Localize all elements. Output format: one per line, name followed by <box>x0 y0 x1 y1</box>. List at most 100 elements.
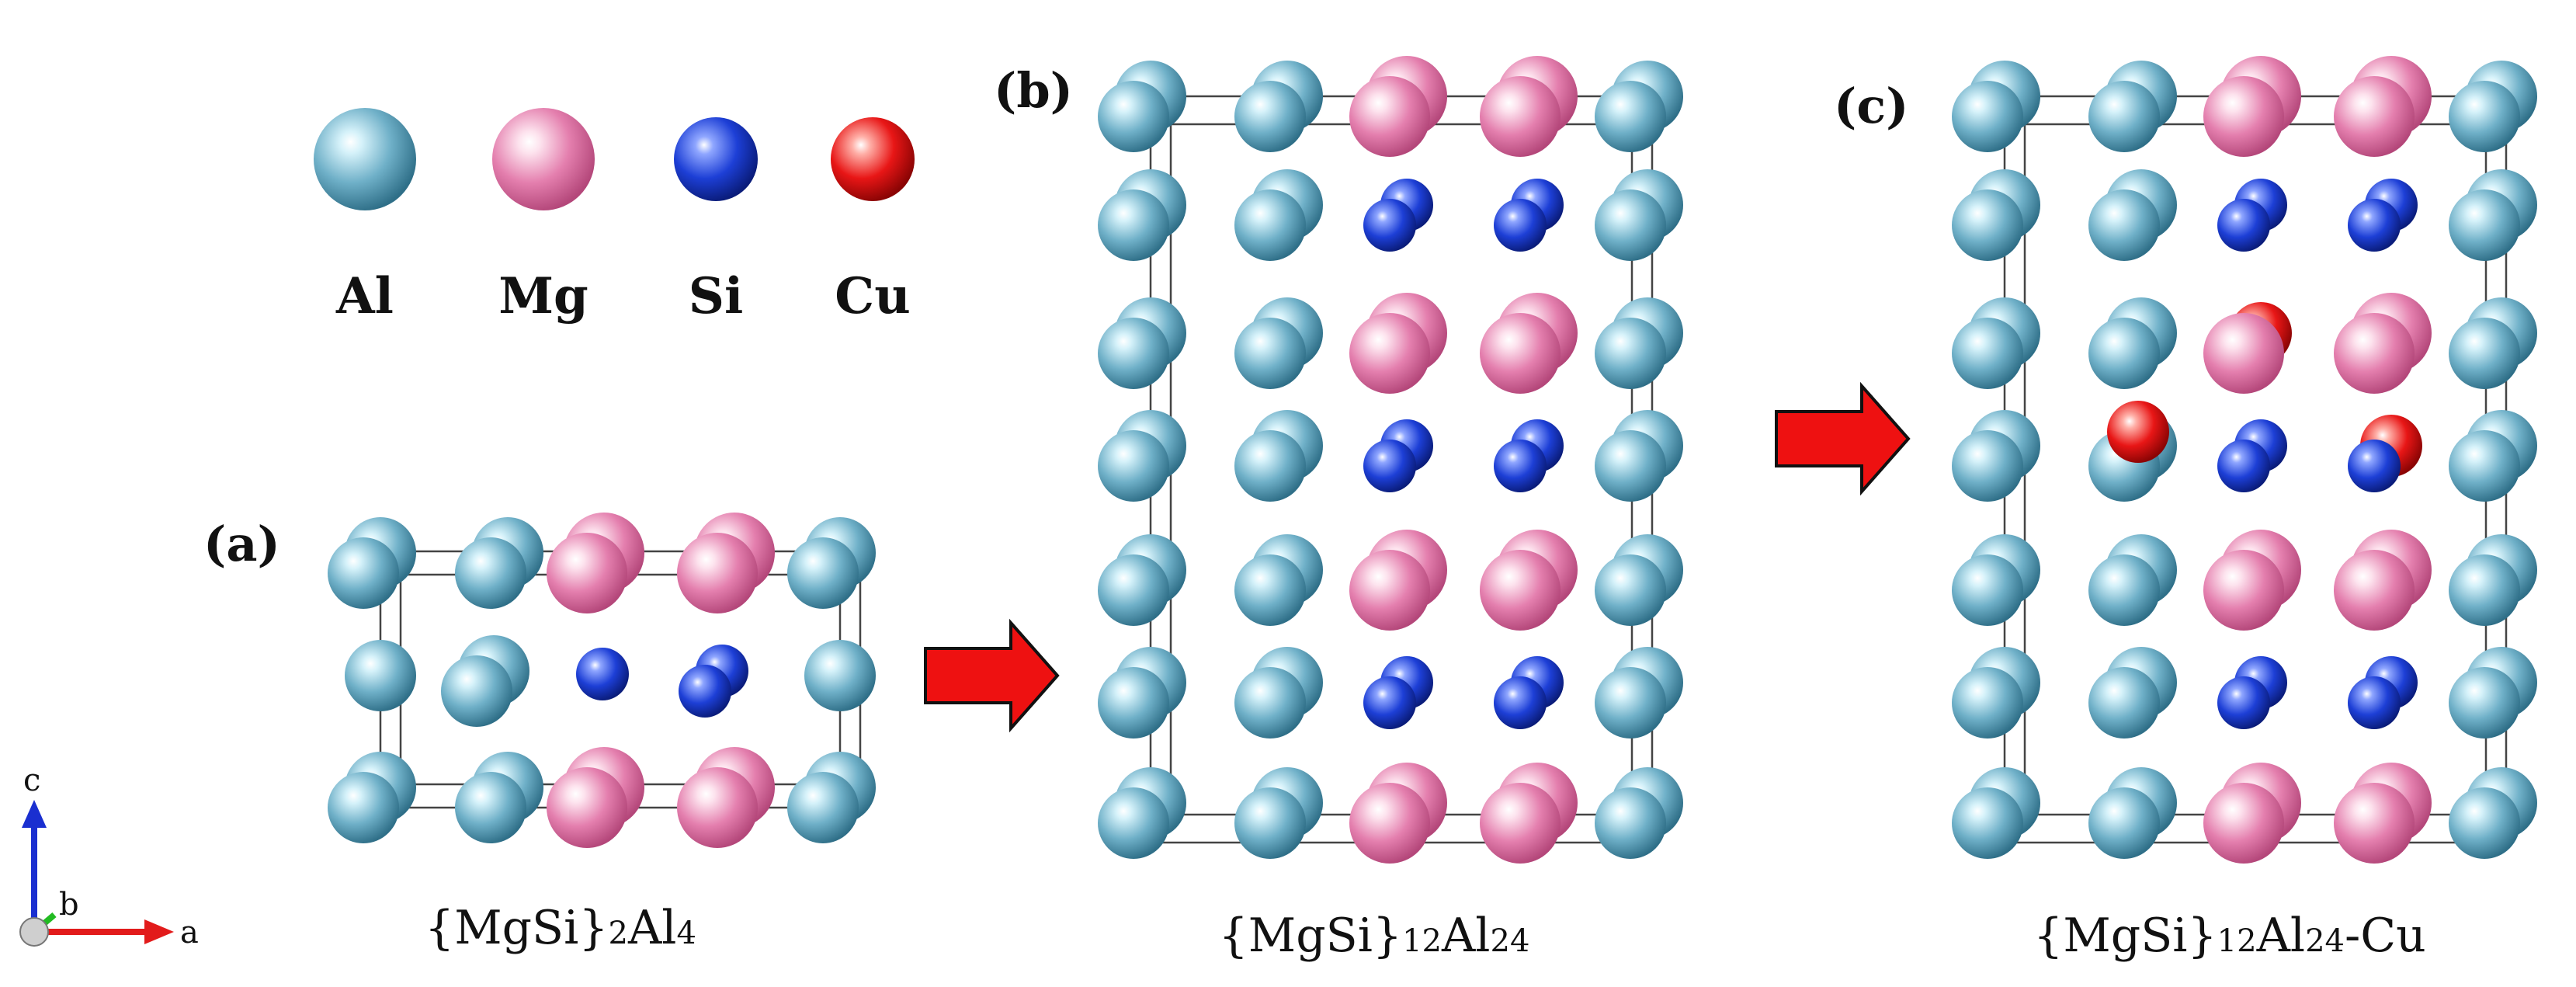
atom-b-r1-c2-front <box>1363 199 1416 252</box>
atom-a-r1-c4 <box>804 640 876 711</box>
atom-b-r3-c0-front <box>1098 430 1169 502</box>
atom-c-r3-c1-cu <box>2107 401 2169 463</box>
atom-c-r0-c4-front <box>2449 81 2520 152</box>
atom-c-r0-c0-front <box>1952 81 2023 152</box>
atom-c-r2-c0-front <box>1952 318 2023 389</box>
atom-c-r6-c0-front <box>1952 787 2023 859</box>
axis-triad: c a b <box>19 763 199 951</box>
atom-c-r3-c2-front <box>2217 440 2270 492</box>
atom-a-r0-c0-front <box>328 537 399 609</box>
atom-a-r0-c2-front <box>547 533 627 613</box>
atom-c-r5-c4-front <box>2449 667 2520 739</box>
axis-c-label: c <box>23 763 40 798</box>
atom-c-r5-c1-front <box>2088 667 2160 739</box>
atom-c-r0-c2-front <box>2203 76 2284 157</box>
atom-a-r0-c3-front <box>677 533 758 613</box>
atom-c-r6-c1-front <box>2088 787 2160 859</box>
atom-a-r0-c4-front <box>787 537 859 609</box>
atom-b-r1-c1-front <box>1234 189 1306 261</box>
atom-b-r6-c0-front <box>1098 787 1169 859</box>
formula-c-base: {MgSi} <box>2033 909 2217 963</box>
atom-c-r5-c2-front <box>2217 676 2270 729</box>
atom-a-r0-c1-front <box>455 537 526 609</box>
atom-b-r2-c2-front <box>1349 313 1430 394</box>
structure-panel-b <box>1098 56 1683 864</box>
atom-c-r4-c1-front <box>2088 554 2160 626</box>
transition-arrow-a-to-b <box>924 618 1060 733</box>
legend-cu-sphere <box>831 117 915 201</box>
panel-label-b: (b) <box>994 62 1073 119</box>
atom-c-r6-c3-front <box>2334 783 2415 864</box>
atom-b-r2-c3-front <box>1480 313 1561 394</box>
atom-b-r6-c1-front <box>1234 787 1306 859</box>
formula-a: {MgSi}2Al4 <box>425 901 696 955</box>
atom-b-r0-c4-front <box>1595 81 1666 152</box>
atom-c-r2-c4-front <box>2449 318 2520 389</box>
atom-b-r6-c3-front <box>1480 783 1561 864</box>
legend: Al Mg Si Cu <box>314 108 915 325</box>
atom-b-r1-c0-front <box>1098 189 1169 261</box>
atom-a-r2-c2-front <box>547 767 627 848</box>
legend-item-si: Si <box>674 117 758 325</box>
atom-a-r1-c3-front <box>679 665 731 718</box>
atom-b-r6-c2-front <box>1349 783 1430 864</box>
atom-b-r0-c2-front <box>1349 76 1430 157</box>
atom-b-r3-c4-front <box>1595 430 1666 502</box>
atom-a-r1-c2 <box>576 648 629 700</box>
atom-a-r2-c4-front <box>787 772 859 843</box>
atom-a-r1-c1-front <box>441 655 512 727</box>
formula-b-sub1: 12 <box>1402 923 1442 959</box>
formula-a-sub1: 2 <box>609 916 628 951</box>
atom-c-r1-c3-front <box>2348 199 2401 252</box>
atom-c-r1-c4-front <box>2449 189 2520 261</box>
legend-item-al: Al <box>314 108 416 325</box>
atom-c-r0-c3-front <box>2334 76 2415 157</box>
atom-b-r4-c1-front <box>1234 554 1306 626</box>
atom-a-r2-c1-front <box>455 772 526 843</box>
atom-c-r6-c4-front <box>2449 787 2520 859</box>
legend-al-sphere <box>314 108 416 210</box>
atom-b-r1-c3-front <box>1494 199 1547 252</box>
atom-b-r3-c1-front <box>1234 430 1306 502</box>
transition-arrow-b-to-c <box>1775 381 1911 496</box>
atom-c-r4-c0-front <box>1952 554 2023 626</box>
formula-b: {MgSi}12Al24 <box>1219 909 1530 963</box>
atom-c-r2-c1-front <box>2088 318 2160 389</box>
legend-si-label: Si <box>689 267 744 325</box>
legend-al-label: Al <box>335 267 394 325</box>
legend-item-cu: Cu <box>831 117 915 325</box>
formula-a-base: {MgSi} <box>425 901 608 955</box>
atom-b-r0-c3-front <box>1480 76 1561 157</box>
formula-c-mid: Al <box>2256 909 2306 963</box>
atom-c-r0-c1-front <box>2088 81 2160 152</box>
atom-c-r3-c3-front <box>2348 440 2401 492</box>
axis-a-arrowhead <box>144 919 174 944</box>
structure-panel-a <box>328 513 876 848</box>
atom-c-r1-c0-front <box>1952 189 2023 261</box>
legend-item-mg: Mg <box>492 108 595 325</box>
panel-label-a: (a) <box>203 516 280 572</box>
atom-c-r2-c2-front <box>2203 313 2284 394</box>
atom-b-r0-c1-front <box>1234 81 1306 152</box>
atom-b-r3-c2-front <box>1363 440 1416 492</box>
atom-c-r4-c2-front <box>2203 550 2284 631</box>
atom-b-r5-c2-front <box>1363 676 1416 729</box>
atom-c-r4-c4-front <box>2449 554 2520 626</box>
atom-c-r1-c2-front <box>2217 199 2270 252</box>
axis-c-arrowhead <box>22 800 47 828</box>
structure-panel-c <box>1952 56 2537 864</box>
panel-label-c: (c) <box>1834 78 1908 134</box>
axis-b-label: b <box>59 887 79 923</box>
atom-b-r5-c0-front <box>1098 667 1169 739</box>
formula-c: {MgSi}12Al24-Cu <box>2033 909 2426 963</box>
formula-b-base: {MgSi} <box>1219 909 1402 963</box>
formula-c-sub1: 12 <box>2217 923 2257 959</box>
atom-b-r2-c0-front <box>1098 318 1169 389</box>
atom-b-r4-c4-front <box>1595 554 1666 626</box>
formula-a-sub2: 4 <box>677 916 696 951</box>
legend-si-sphere <box>674 117 758 201</box>
atom-b-r5-c3-front <box>1494 676 1547 729</box>
formula-b-sub2: 24 <box>1491 923 1530 959</box>
